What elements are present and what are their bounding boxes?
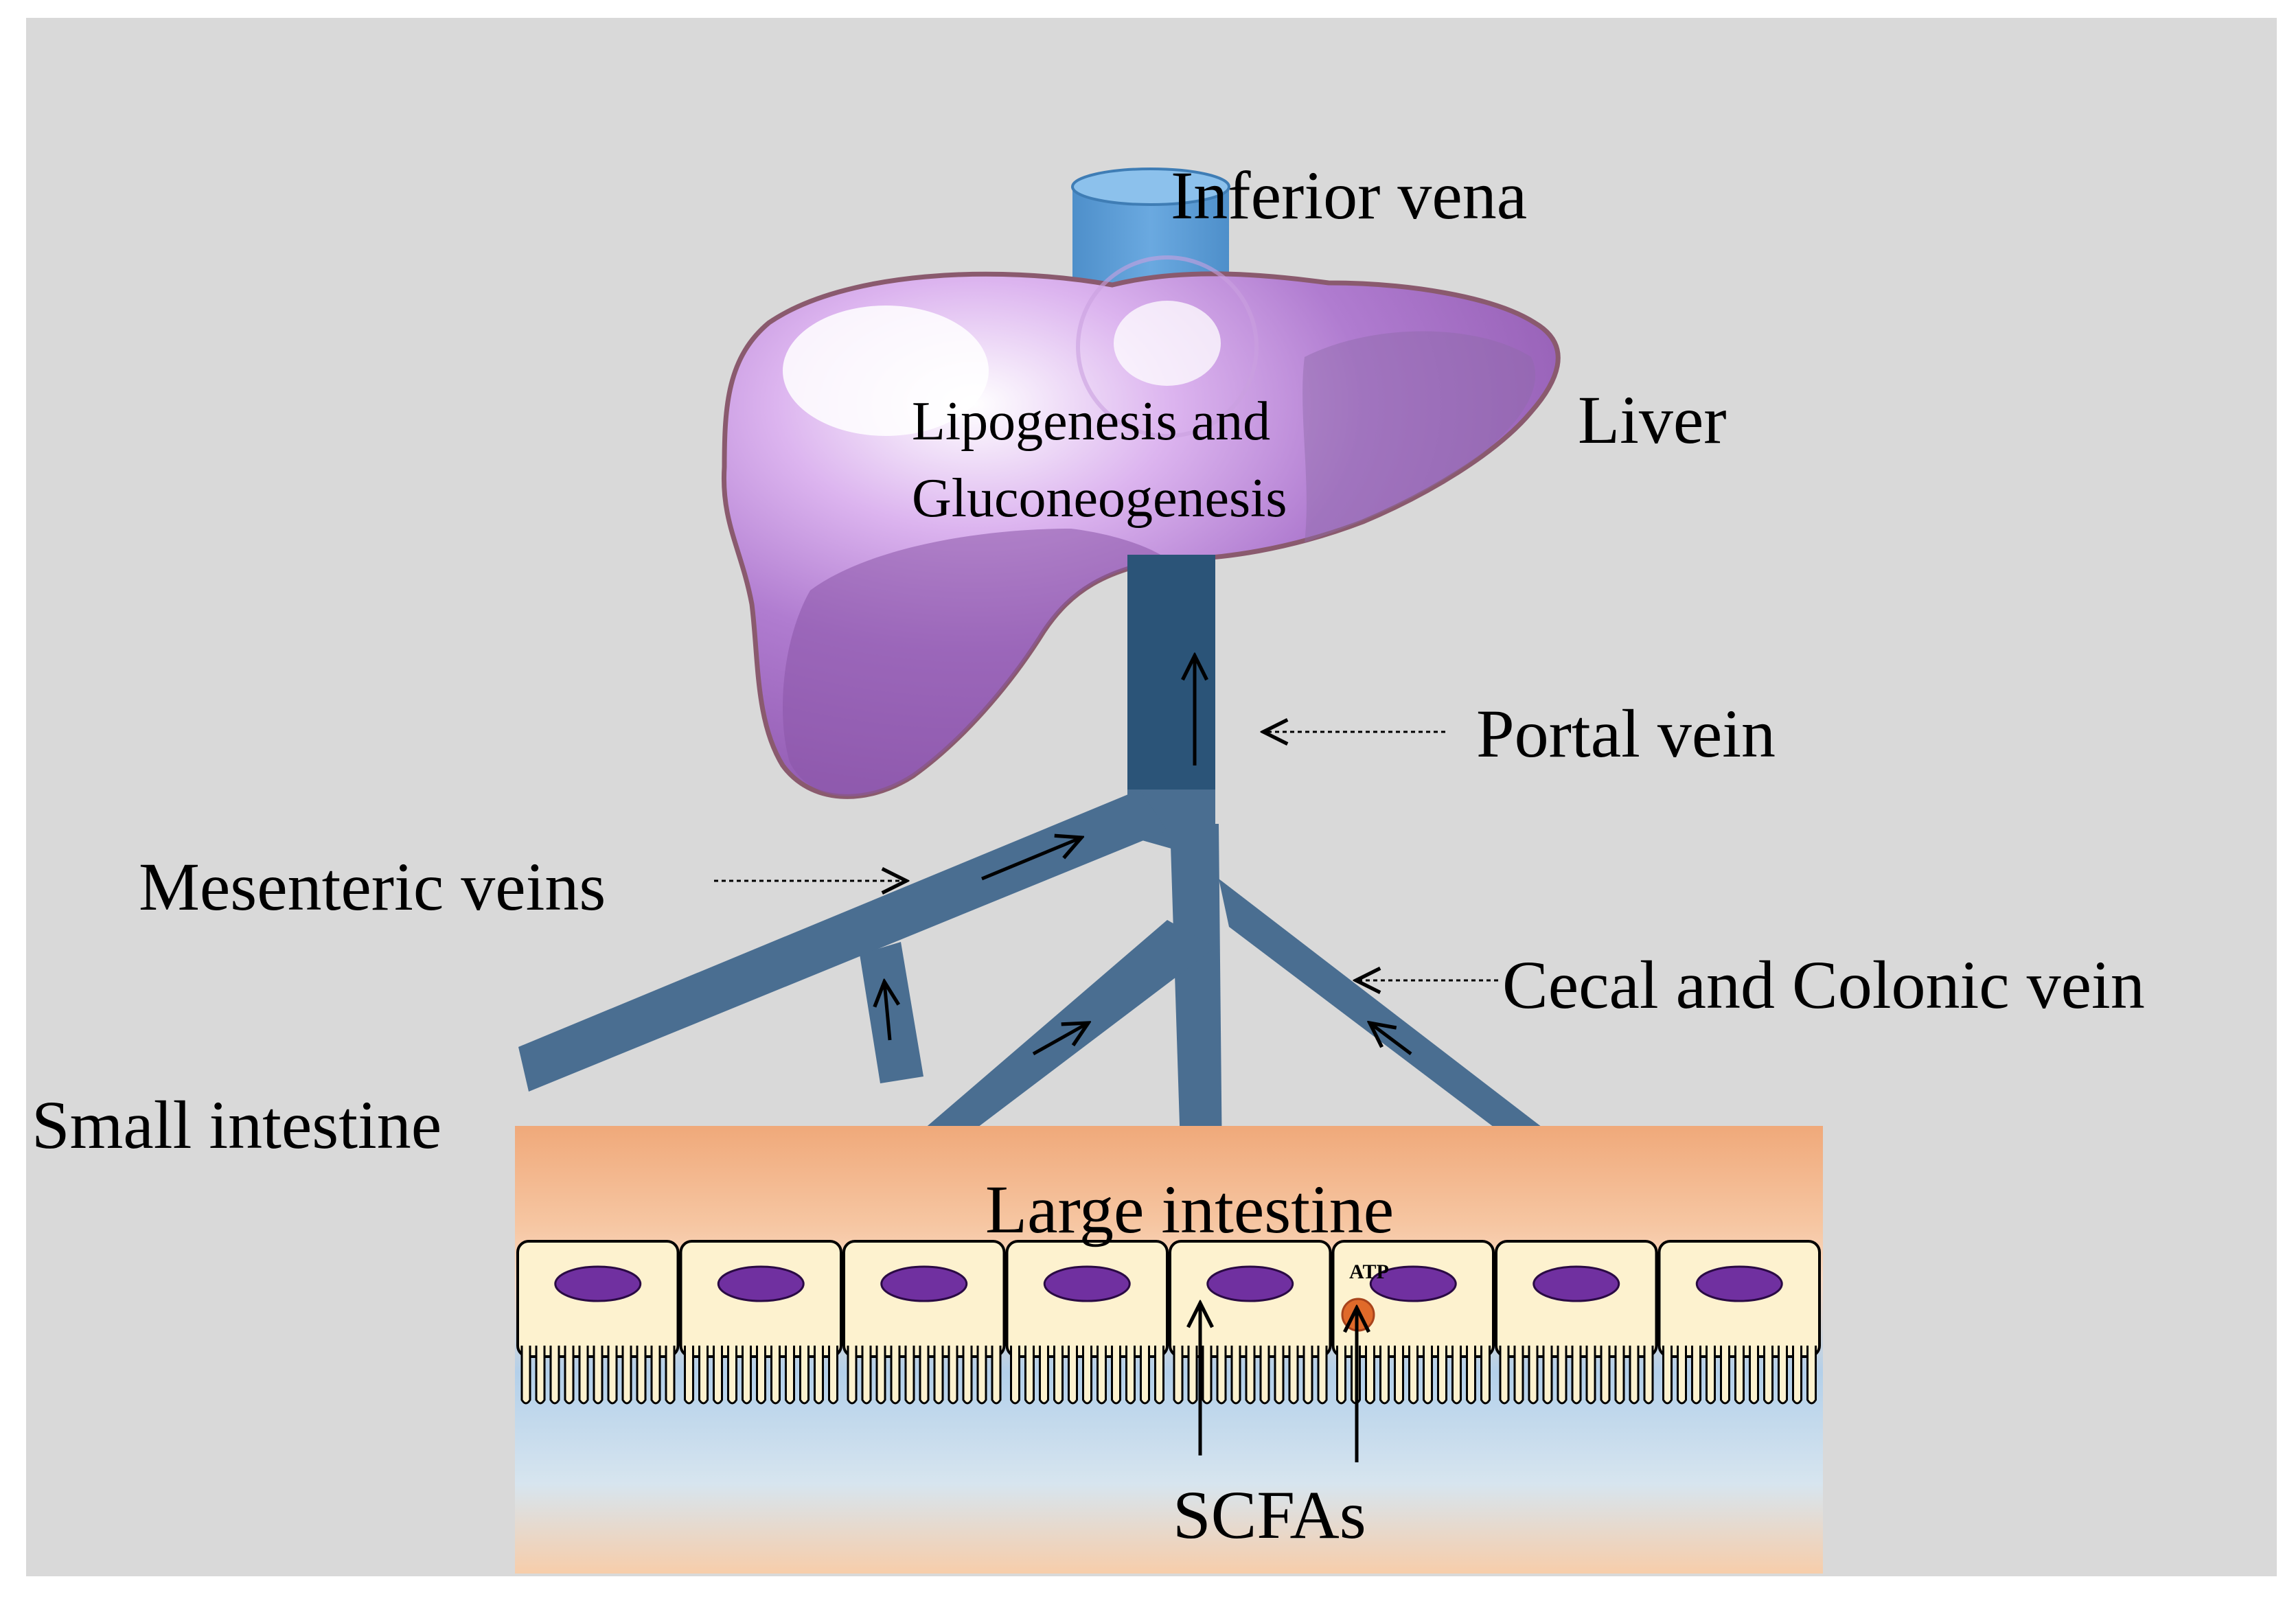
large-intestine-tissue <box>515 1126 1823 1574</box>
mesenteric-veins-label: Mesenteric veins <box>139 849 606 925</box>
mesenteric-flow-arrow <box>981 838 1081 881</box>
microvilli <box>1336 1346 1491 1405</box>
portal-vein <box>1127 555 1215 796</box>
flow-arrows <box>884 656 1412 1462</box>
colonic-vein-right-branch <box>1219 879 1545 1129</box>
mesenteric-vein <box>518 790 1167 1092</box>
liver-process-line2: Gluconeogenesis <box>912 468 1287 529</box>
pointer-arrows <box>714 732 1498 980</box>
epithelial-cells <box>516 1240 1821 1405</box>
epithelial-cell <box>1495 1240 1658 1405</box>
small-intestine-label: Small intestine <box>32 1087 441 1163</box>
cell-nucleus <box>1369 1265 1457 1302</box>
epithelial-cell <box>1005 1240 1169 1405</box>
large-intestine-central-vein <box>1170 824 1222 1167</box>
colonic-right-flow-arrow <box>1370 1023 1412 1055</box>
cell-nucleus <box>554 1265 642 1302</box>
liver-process-line1: Lipogenesis and <box>912 391 1270 452</box>
atp-label: ATP <box>1349 1260 1389 1283</box>
cecal-colonic-vein-label: Cecal and Colonic vein <box>1502 947 2145 1023</box>
epithelial-cell <box>842 1240 1006 1405</box>
small-intestine-flow-arrow <box>884 982 890 1041</box>
epithelial-cell <box>516 1240 680 1405</box>
epithelial-cell <box>1657 1240 1821 1405</box>
microvilli <box>520 1346 676 1405</box>
epithelial-cell <box>1169 1240 1332 1405</box>
cell-nucleus <box>1043 1265 1131 1302</box>
portal-vein-label: Portal vein <box>1476 695 1776 772</box>
cell-nucleus <box>880 1265 968 1302</box>
epithelial-cell <box>679 1240 842 1405</box>
scfas-label: SCFAs <box>1173 1477 1366 1553</box>
liver-label: Liver <box>1578 382 1727 458</box>
microvilli <box>1173 1346 1328 1405</box>
cell-nucleus <box>1532 1265 1620 1302</box>
microvilli <box>1010 1346 1164 1405</box>
cecal-left-flow-arrow <box>1032 1023 1088 1056</box>
large-intestine-label: Large intestine <box>985 1171 1394 1247</box>
cell-nucleus <box>717 1265 805 1302</box>
cell-nucleus <box>1695 1265 1783 1302</box>
epithelial-cell <box>1331 1240 1495 1405</box>
microvilli <box>847 1346 1002 1405</box>
microvilli <box>1499 1346 1654 1405</box>
small-intestine-tributary <box>860 942 923 1083</box>
liver-organ <box>721 255 1561 799</box>
labels: Inferior vena Liver Lipogenesis and Gluc… <box>32 157 2145 1553</box>
microvilli <box>684 1346 838 1405</box>
microvilli <box>1662 1346 1817 1405</box>
inferior-vena-label: Inferior vena <box>1171 157 1527 233</box>
cell-nucleus <box>1206 1265 1294 1302</box>
